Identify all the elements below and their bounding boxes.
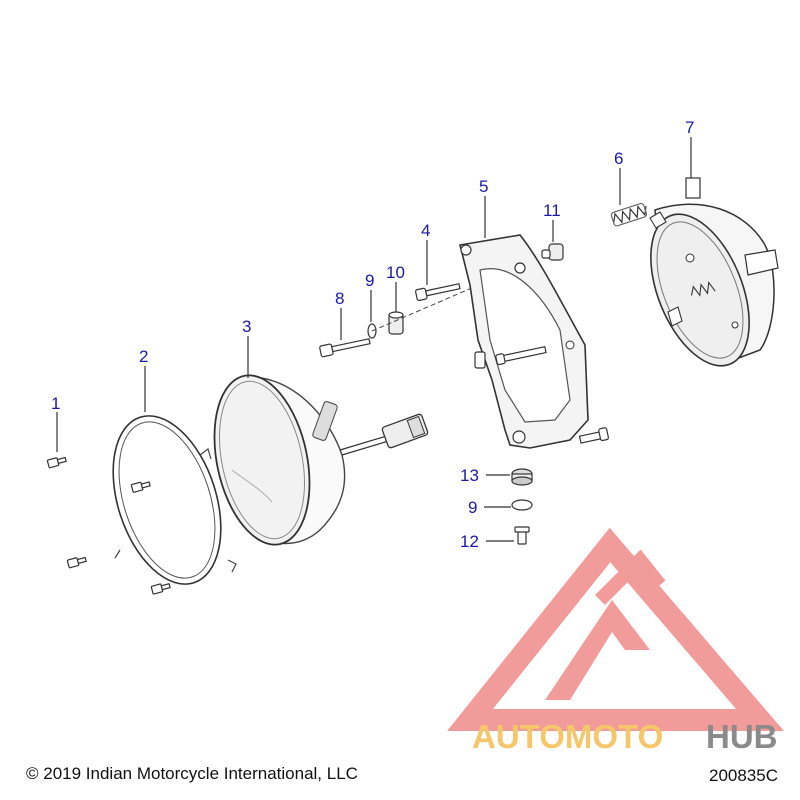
diagram-code: 200835C	[708, 766, 778, 785]
part-5-bracket	[459, 234, 609, 449]
callout-leaders	[56, 137, 692, 542]
part-headlamp	[213, 374, 429, 546]
callout-9-upper: 9	[365, 271, 374, 290]
callout-4: 4	[421, 221, 430, 240]
callout-9-lower: 9	[468, 498, 477, 517]
part-4-bolt	[415, 283, 461, 302]
callout-3: 3	[242, 317, 251, 336]
callout-7: 7	[685, 118, 694, 137]
callout-12: 12	[460, 532, 479, 551]
callout-1: 1	[51, 394, 60, 413]
callout-5: 5	[479, 177, 488, 196]
part-12-screw	[514, 526, 530, 545]
part-retaining-ring	[112, 415, 237, 585]
part-8-screw	[319, 338, 371, 358]
watermark-brand-part2: HUB	[706, 718, 778, 755]
callout-13: 13	[460, 466, 479, 485]
part-6-spring	[610, 202, 648, 227]
callout-labels: 1 2 3 4 5 6 7 8 9 10 11 13 9 12	[51, 118, 694, 551]
part-9-washer-lower	[511, 499, 533, 511]
part-screws	[46, 456, 171, 595]
part-7-housing	[649, 177, 779, 367]
watermark-brand-part1: AUTOMOTO	[472, 718, 663, 755]
copyright-text: © 2019 Indian Motorcycle International, …	[26, 764, 358, 783]
callout-6: 6	[614, 149, 623, 168]
connector	[381, 413, 429, 449]
callout-8: 8	[335, 289, 344, 308]
part-13-grommet	[511, 468, 533, 486]
callout-10: 10	[386, 263, 405, 282]
callout-2: 2	[139, 347, 148, 366]
watermark-logo	[447, 527, 784, 731]
part-11-bumper	[541, 243, 564, 261]
callout-11: 11	[543, 201, 561, 220]
